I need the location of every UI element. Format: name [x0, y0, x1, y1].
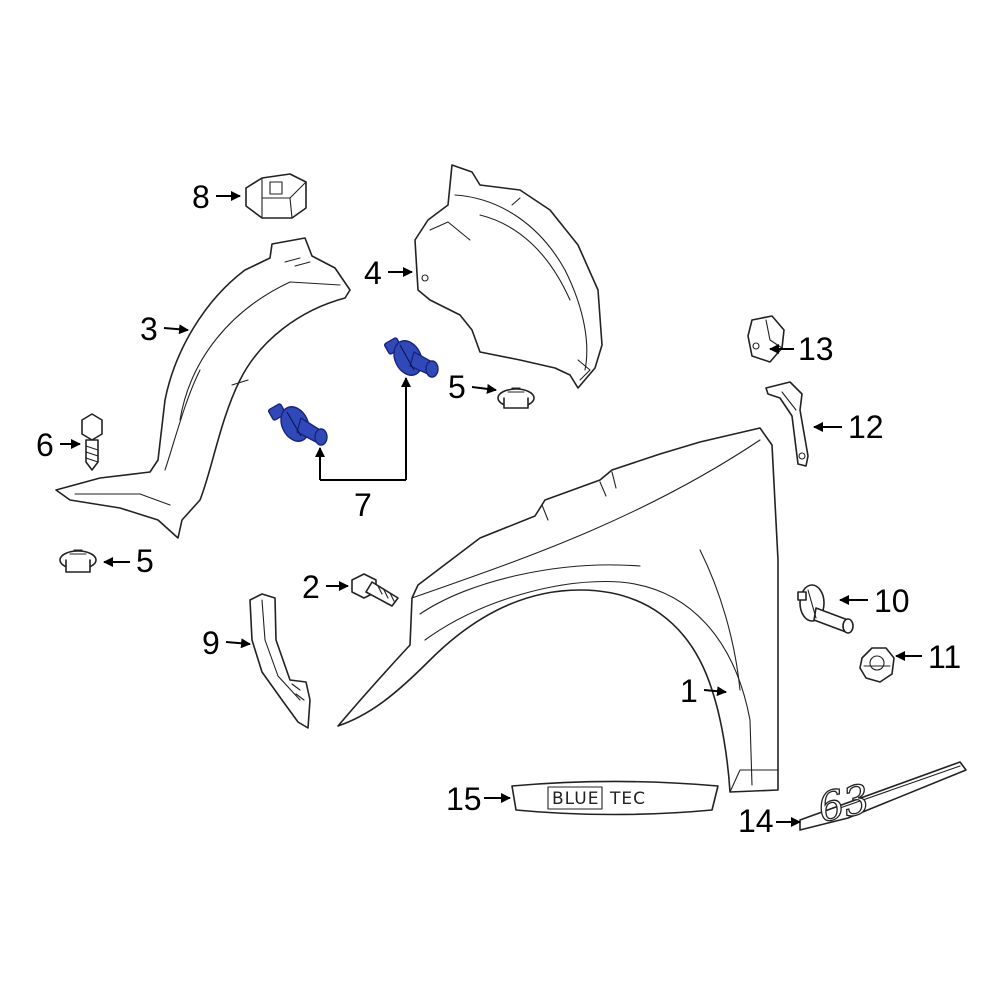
leader-3: [163, 324, 189, 335]
callout-6: 6: [36, 427, 54, 463]
emblem-text: 63: [814, 776, 873, 832]
emblem-14-part[interactable]: 63: [799, 761, 967, 832]
badge-text-right: TEC: [609, 789, 646, 809]
callout-13: 13: [798, 331, 834, 367]
fender-part[interactable]: [337, 427, 779, 793]
callout-5-lower: 5: [136, 543, 154, 579]
bracket-13-part[interactable]: [747, 315, 785, 363]
callout-11: 11: [928, 639, 961, 675]
clip-nut-8-part[interactable]: [245, 173, 307, 219]
callout-9: 9: [202, 625, 220, 661]
bracket-12-part[interactable]: [765, 381, 809, 467]
rear-liner-part[interactable]: [414, 164, 603, 389]
badge-15-part[interactable]: BLUE TEC: [511, 780, 719, 816]
nut-11-part[interactable]: [859, 647, 895, 683]
nut-5-upper-part[interactable]: [497, 387, 535, 409]
nut-5-lower-part[interactable]: [59, 549, 97, 573]
callout-4: 4: [364, 255, 382, 291]
leader-1: [703, 686, 727, 697]
badge-text-left: BLUE: [552, 789, 599, 809]
callout-7: 7: [354, 487, 372, 523]
push-clip-upper-part[interactable]: [383, 336, 439, 380]
screw-6-part[interactable]: [81, 413, 103, 471]
callout-group: 1 2 3 4 5 5 6 7 8 9 10 11 12 13 14 15: [36, 179, 961, 839]
seal-9-part[interactable]: [249, 593, 311, 729]
push-clip-lower-part[interactable]: [267, 402, 328, 446]
callout-12: 12: [848, 409, 884, 445]
bolt-2-part[interactable]: [351, 573, 399, 607]
callout-15: 15: [446, 781, 482, 817]
callout-8: 8: [192, 179, 210, 215]
stud-10-part[interactable]: [797, 584, 854, 634]
callout-14: 14: [738, 803, 774, 839]
callout-3: 3: [140, 311, 158, 347]
leader-9: [225, 638, 251, 649]
leader-5-upper: [471, 383, 497, 394]
front-liner-part[interactable]: [55, 237, 351, 539]
callout-5-upper: 5: [448, 369, 466, 405]
callout-10: 10: [874, 583, 910, 619]
callout-1: 1: [680, 673, 698, 709]
callout-2: 2: [302, 569, 320, 605]
